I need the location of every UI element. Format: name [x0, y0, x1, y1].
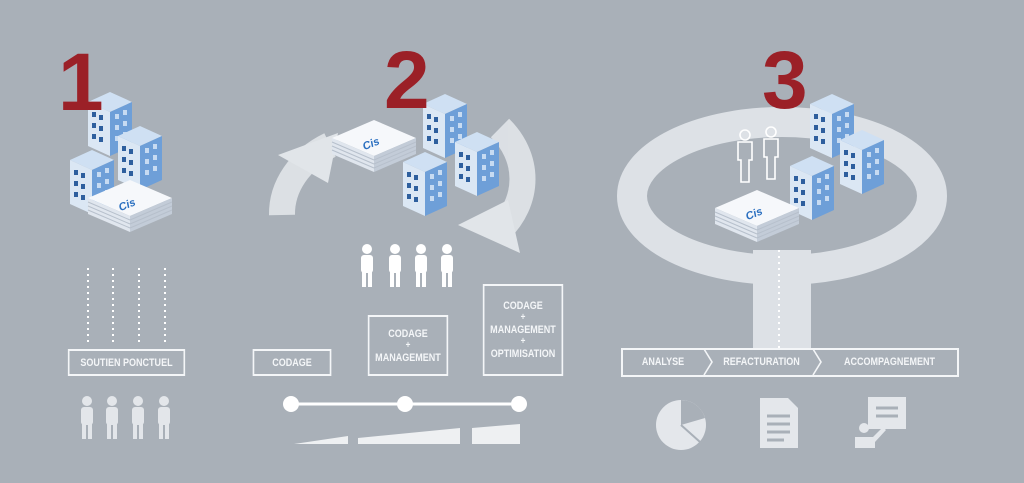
step1-number: 1: [58, 37, 104, 128]
box2-line-3: MANAGEMENT: [375, 351, 441, 364]
box3-line-1: CODAGE: [503, 300, 543, 312]
progress-slider-icon: [283, 396, 527, 412]
segment-analyse: ANALYSE: [641, 356, 685, 368]
growth-ramp-icon: [294, 424, 520, 444]
box3-line-4: +: [520, 336, 526, 347]
pie-chart-icon: [656, 400, 706, 450]
step1-document-stack: Cis: [87, 179, 173, 233]
step3-ring: [617, 107, 947, 350]
team-people-icon: [361, 244, 453, 287]
box2-line-2: +: [405, 339, 411, 351]
step3-document-stack: Cis: [714, 189, 800, 243]
box2-line-1: CODAGE: [388, 327, 428, 340]
segment-refacturation: REFACTURATION: [723, 356, 800, 368]
step3-number: 3: [762, 35, 808, 126]
box3-line-2: +: [520, 312, 526, 323]
document-mark-2: Cis: [361, 135, 381, 153]
step1-label: SOUTIEN PONCTUEL: [80, 356, 173, 369]
step1-dotted-lines: [87, 268, 166, 345]
step3-segment-bar-outline: [621, 348, 959, 377]
consultants-icon: [737, 126, 779, 183]
step2-box-2: CODAGE + MANAGEMENT: [367, 315, 449, 376]
step2-box-3: CODAGE + MANAGEMENT + OPTIMISATION: [482, 284, 564, 376]
people-icon: [81, 396, 170, 439]
box3-line-5: OPTIMISATION: [490, 348, 556, 360]
step1-label-box: SOUTIEN PONCTUEL: [67, 349, 186, 376]
cycle-arrow-heads: [278, 133, 520, 253]
box3-line-3: MANAGEMENT: [490, 324, 556, 336]
presentation-icon: [855, 397, 906, 448]
document-mark-3: Cis: [744, 205, 764, 223]
segment-chevrons: [703, 348, 822, 376]
step2-document-stack: Cis: [331, 119, 417, 173]
box1-line-1: CODAGE: [272, 356, 312, 369]
document-mark: Cis: [117, 196, 137, 214]
step2-box-1: CODAGE: [252, 349, 332, 376]
segment-accompagnement: ACCOMPAGNEMENT: [843, 356, 936, 368]
document-icon: [760, 398, 798, 448]
step2-number: 2: [384, 35, 430, 126]
